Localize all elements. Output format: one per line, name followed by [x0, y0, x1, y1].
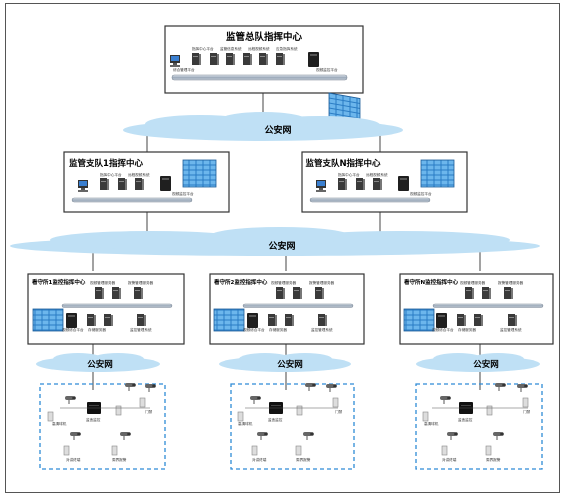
station-item-label: 视频管理服务器 [90, 281, 116, 285]
site-device-label: 监舍监控 [86, 418, 101, 422]
station-item-label: 报警管理服务器 [128, 281, 154, 285]
network-label: 公安网 [268, 240, 295, 252]
branch-1: 监管支队1指挥中心 [63, 151, 230, 213]
branch-title: 监管支队1指挥中心 [69, 158, 143, 169]
site-device-label: 门禁 [523, 410, 531, 414]
branch-n: 监管支队N指挥中心 [301, 151, 468, 213]
branch-item-label: 视频监控平台 [410, 192, 432, 196]
site-device-label: 高清球机 [424, 422, 439, 426]
hq-server-icon [243, 53, 252, 65]
hq-item-label: 视频监控平台 [316, 68, 338, 72]
site-device-label: 周界报警 [296, 458, 311, 462]
station-item-label: 视频综合平台 [62, 328, 84, 332]
site-device-label: 对讲终端 [442, 458, 457, 462]
site-device-label: 门禁 [335, 410, 343, 414]
hq-server-icon [259, 53, 268, 65]
station-item-label: 视频综合平台 [243, 328, 265, 332]
network-cloud [219, 353, 351, 372]
station-title: 看守所1监控指挥中心 [32, 278, 86, 286]
station-item-label: 监控管理系统 [130, 328, 152, 332]
branch-item-label: 远程视频系统 [128, 173, 150, 177]
hq-item-label: 应急指挥系统 [276, 47, 298, 51]
hq-item-label: 远程视频系统 [248, 47, 270, 51]
site-2 [230, 382, 355, 470]
hq-server-icon [192, 53, 201, 65]
site-device-label: 高清球机 [52, 422, 67, 426]
network-label: 公安网 [264, 124, 291, 136]
hq-server-icon [276, 53, 285, 65]
site-device-label: 周界报警 [486, 458, 501, 462]
network-cloud [36, 353, 160, 372]
station-item-label: 存储服务器 [88, 328, 106, 332]
site-device-label: 对讲终端 [252, 458, 267, 462]
branch-item-label: 远程视频系统 [366, 173, 388, 177]
station-item-label: 监控管理系统 [500, 328, 522, 332]
network-label: 公安网 [277, 359, 303, 370]
hq-workstation [170, 55, 180, 67]
network-cloud [10, 227, 540, 256]
network-cloud [416, 353, 540, 372]
branch-title: 监管支队N指挥中心 [305, 158, 381, 169]
site-device-label: 监舍监控 [268, 418, 283, 422]
site-device-label: 高清球机 [238, 422, 253, 426]
network-label: 公安网 [473, 359, 499, 370]
site-device-label: 门禁 [145, 410, 153, 414]
station-item-label: 视频综合平台 [432, 328, 454, 332]
station-item-label: 存储服务器 [269, 328, 287, 332]
hq-server-icon [226, 53, 235, 65]
station-item-label: 存储服务器 [458, 328, 476, 332]
outer-frame [5, 3, 560, 493]
site-device-label: 周界报警 [112, 458, 127, 462]
station-item-label: 报警管理服务器 [498, 281, 524, 285]
hq-server-icon [210, 53, 219, 65]
hq-item-label: 综合管理平台 [173, 68, 195, 72]
station-title: 看守所N监控指挥中心 [404, 278, 459, 286]
station-item-label: 监控管理系统 [311, 328, 333, 332]
site-device-label: 对讲终端 [66, 458, 81, 462]
branch-item-label: 指挥中心平台 [100, 173, 122, 177]
hq-item-label: 监管信息系统 [220, 47, 242, 51]
station-1: 看守所1监控指挥中心 [27, 273, 185, 345]
branch-item-label: 视频监控平台 [172, 192, 194, 196]
site-device-label: 监舍监控 [458, 418, 473, 422]
hq-item-label: 指挥中心平台 [192, 47, 214, 51]
station-n: 看守所N监控指挥中心 [399, 273, 554, 345]
station-item-label: 视频管理服务器 [460, 281, 486, 285]
station-2: 看守所2监控指挥中心 [209, 273, 365, 345]
station-item-label: 报警管理服务器 [309, 281, 335, 285]
network-cloud [123, 112, 403, 141]
station-title: 看守所2监控指挥中心 [214, 278, 268, 286]
hq-cabinet-icon [308, 52, 319, 67]
branch-item-label: 指挥中心平台 [338, 173, 360, 177]
network-label: 公安网 [87, 359, 113, 370]
hq-bus [171, 74, 348, 81]
station-item-label: 视频管理服务器 [271, 281, 297, 285]
site-n [415, 382, 543, 470]
site-1 [39, 382, 166, 470]
hq-title: 监管总队指挥中心 [226, 31, 303, 43]
